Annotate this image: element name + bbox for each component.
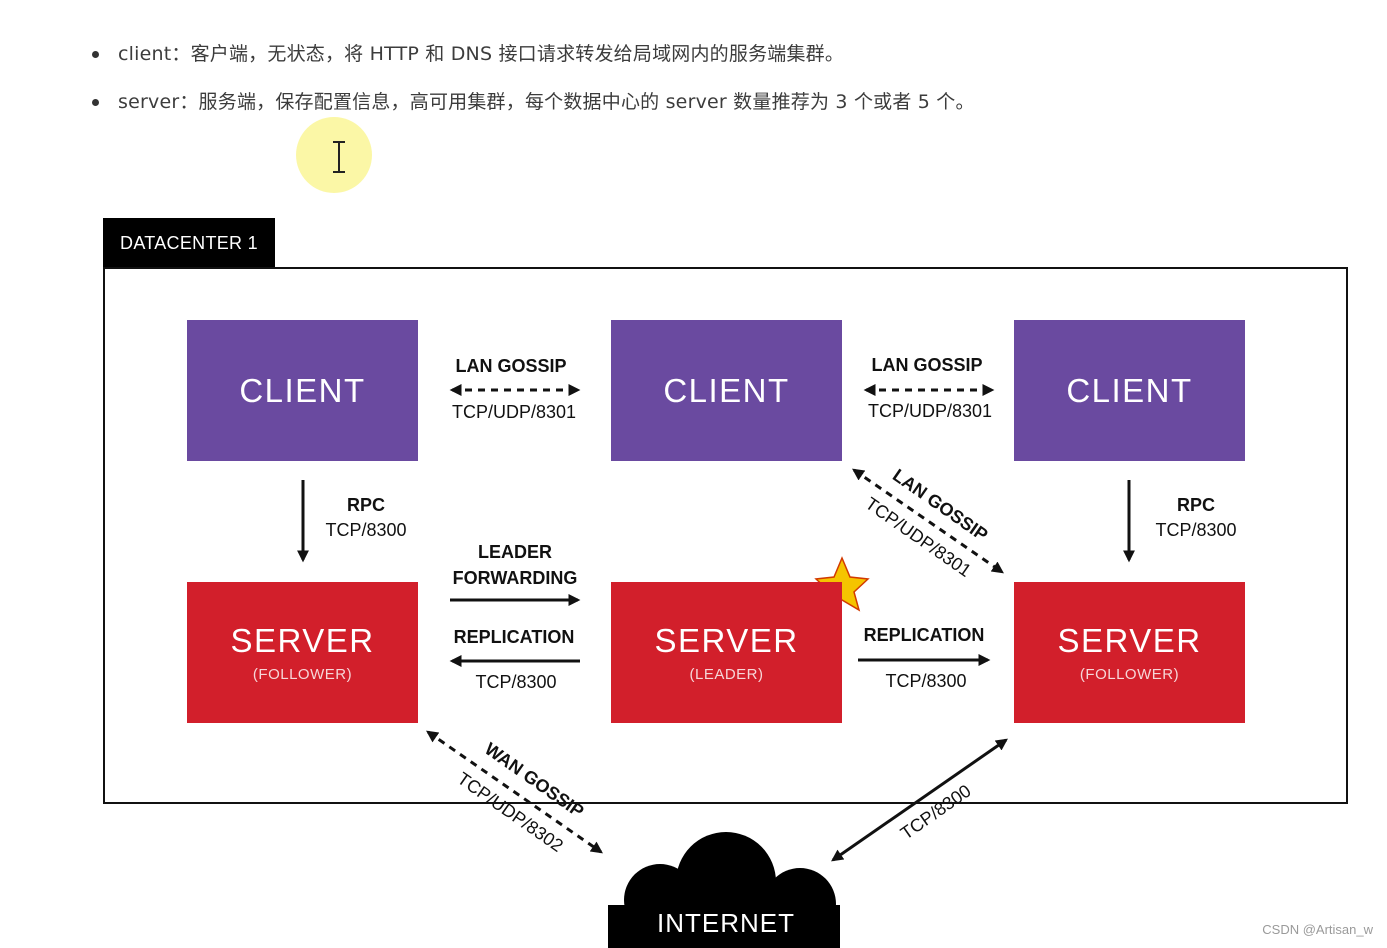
replication-label: REPLICATION xyxy=(453,627,575,647)
lan-gossip-diagonal-arrow xyxy=(852,468,1004,574)
client-label: CLIENT xyxy=(1066,371,1193,409)
lan-gossip-label: LAN GOSSIP xyxy=(455,356,567,376)
lan-gossip-label: LAN GOSSIP xyxy=(871,355,983,375)
bullet-dot xyxy=(92,99,99,106)
replication-label: REPLICATION xyxy=(863,625,985,645)
rpc-port-label: TCP/8300 xyxy=(1155,520,1237,540)
datacenter-frame xyxy=(103,267,1348,804)
lan-port-label: TCP/UDP/8301 xyxy=(867,401,993,421)
server-label: SERVER xyxy=(1057,622,1202,659)
server-node-follower-1: SERVER (FOLLOWER) xyxy=(187,582,418,723)
server-node-follower-2: SERVER (FOLLOWER) xyxy=(1014,582,1245,723)
bullet-client: client：客户端，无状态，将 HTTP 和 DNS 接口请求转发给局域网内的… xyxy=(88,36,975,84)
client-node-1: CLIENT xyxy=(187,320,418,461)
wan-gossip-arrow xyxy=(426,730,603,854)
bullet-server: server：服务端，保存配置信息，高可用集群，每个数据中心的 server 数… xyxy=(88,84,975,132)
datacenter-tab: DATACENTER 1 xyxy=(103,218,275,268)
text-cursor-icon xyxy=(333,141,345,173)
server-role: (LEADER) xyxy=(689,666,764,683)
lan-port-label: TCP/UDP/8301 xyxy=(451,402,577,422)
client-node-2: CLIENT xyxy=(611,320,842,461)
bullet-list: client：客户端，无状态，将 HTTP 和 DNS 接口请求转发给局域网内的… xyxy=(88,36,975,132)
internet-cloud-icon xyxy=(608,832,840,948)
replication-port-label: TCP/8300 xyxy=(885,671,967,691)
bullet-dot xyxy=(92,51,99,58)
server-role: (FOLLOWER) xyxy=(1079,666,1180,683)
watermark: CSDN @Artisan_w xyxy=(1262,922,1373,937)
replication-port-label: TCP/8300 xyxy=(475,672,557,692)
server-label: SERVER xyxy=(230,622,375,659)
server-label: SERVER xyxy=(654,622,799,659)
rpc-port-label: TCP/8300 xyxy=(325,520,407,540)
client-node-3: CLIENT xyxy=(1014,320,1245,461)
rpc-label: RPC xyxy=(1176,495,1215,515)
internet-arrow xyxy=(831,738,1008,862)
server-role: (FOLLOWER) xyxy=(252,666,353,683)
forwarding-label: FORWARDING xyxy=(452,568,578,588)
client-label: CLIENT xyxy=(663,371,790,409)
leader-label: LEADER xyxy=(477,542,552,562)
internet-label: INTERNET xyxy=(657,908,795,938)
bullet-text: server：服务端，保存配置信息，高可用集群，每个数据中心的 server 数… xyxy=(118,91,975,113)
cursor-highlight xyxy=(296,117,372,193)
server-node-leader: SERVER (LEADER) xyxy=(611,582,842,723)
bullet-text: client：客户端，无状态，将 HTTP 和 DNS 接口请求转发给局域网内的… xyxy=(118,43,845,65)
client-label: CLIENT xyxy=(239,371,366,409)
rpc-label: RPC xyxy=(346,495,385,515)
